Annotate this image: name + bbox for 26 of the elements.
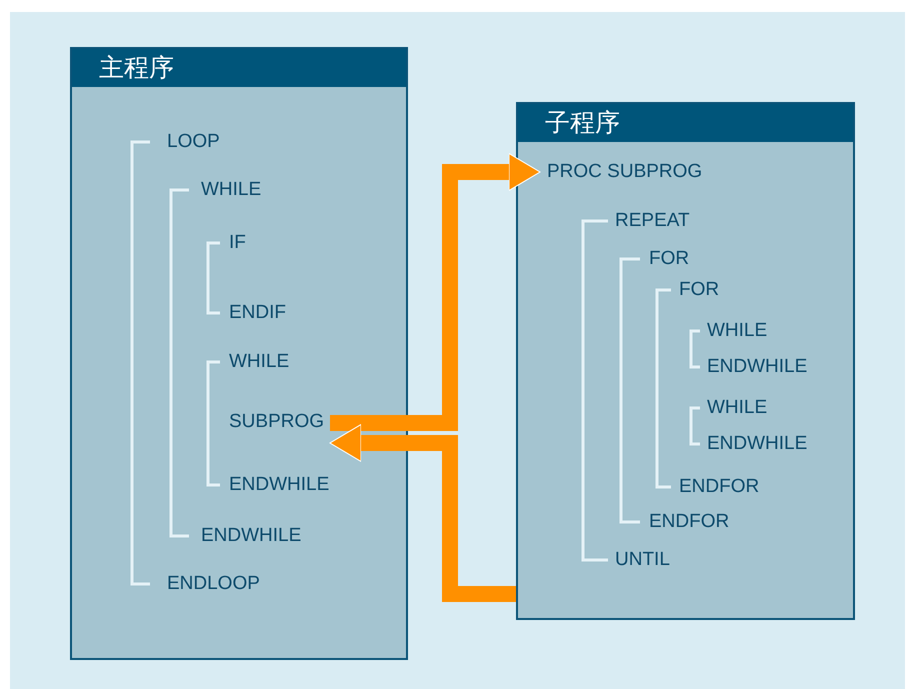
keyword-text: FOR [649,247,690,271]
keyword-text: WHILE [201,178,262,202]
keyword-text: ENDLOOP [167,572,260,596]
panel-header: 主程序 [72,49,406,87]
arrow [330,424,516,602]
keyword-text: REPEAT [615,209,690,233]
panel-header: 子程序 [518,104,853,142]
keyword-text: ENDWHILE [201,524,302,548]
arrow [330,153,540,431]
keyword-text: ENDWHILE [707,355,808,379]
keyword-text: FOR [679,278,720,302]
keyword-text: ENDWHILE [707,432,808,456]
keyword-text: WHILE [707,396,768,420]
keyword-text: ENDIF [229,301,286,325]
keyword-text: IF [229,231,246,255]
keyword-text: ENDWHILE [229,473,330,497]
keyword-text: LOOP [167,130,220,154]
keyword-text: ENDFOR [679,475,760,499]
keyword-text: ENDFOR [649,510,730,534]
keyword-text: SUBPROG [229,410,330,455]
keyword-text: WHILE [229,350,290,374]
keyword-text: UNTIL [615,548,670,572]
program-panel [70,47,408,660]
keyword-text: WHILE [707,319,768,343]
keyword-text: PROC SUBPROG [540,160,702,184]
program-panel [516,102,855,620]
